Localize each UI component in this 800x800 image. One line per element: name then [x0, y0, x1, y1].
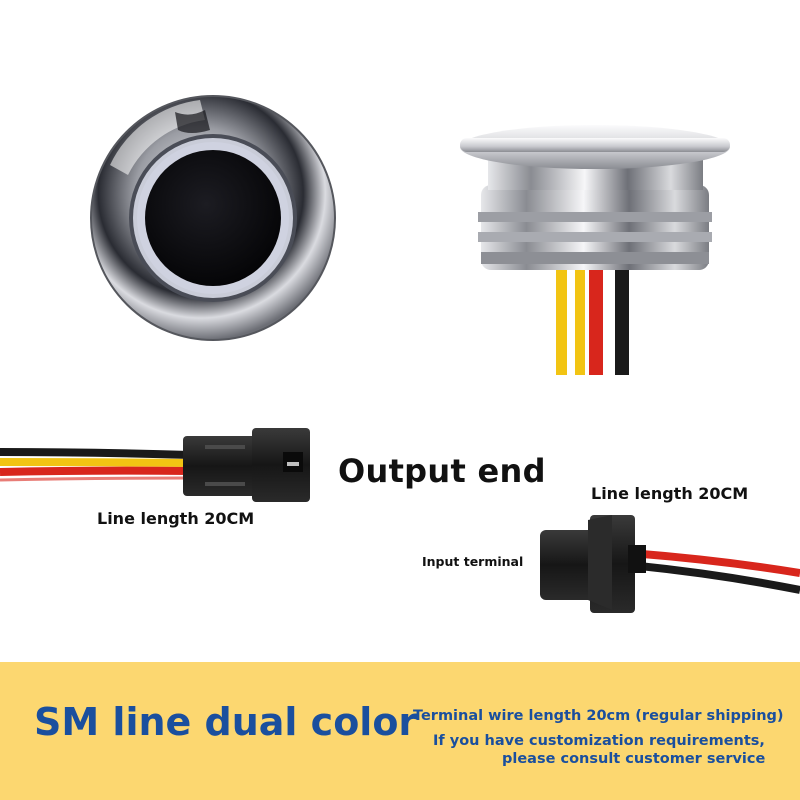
banner-line-wire-length: Terminal wire length 20cm (regular shipp…	[413, 708, 784, 724]
line-length-left-label: Line length 20CM	[97, 509, 255, 528]
input-connector	[540, 515, 800, 613]
info-banner	[0, 662, 800, 800]
switch-front-view	[90, 95, 336, 341]
output-end-label: Output end	[338, 452, 546, 490]
banner-line-contact: please consult customer service	[502, 751, 766, 767]
input-terminal-label: Input terminal	[422, 554, 524, 569]
banner-title: SM line dual color	[34, 700, 418, 744]
output-connector	[0, 428, 310, 502]
line-length-right-label: Line length 20CM	[591, 484, 749, 503]
switch-side-view	[460, 125, 730, 375]
banner-line-customization: If you have customization requirements,	[433, 733, 765, 749]
